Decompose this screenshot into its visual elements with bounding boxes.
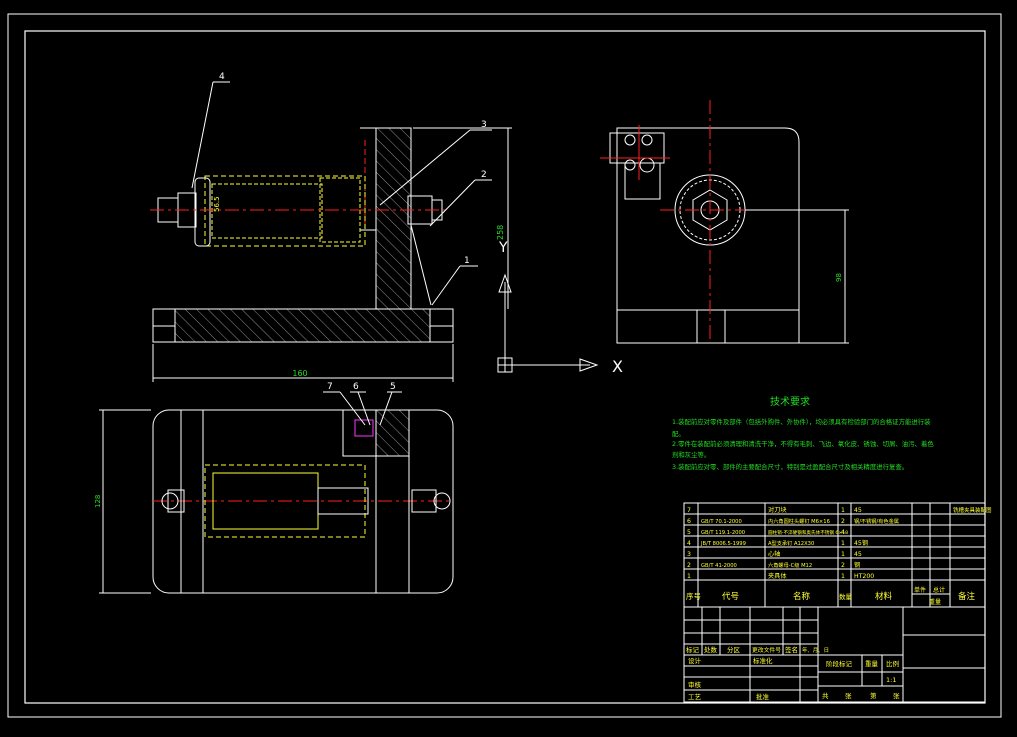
tb-approve: 批准 bbox=[756, 692, 770, 701]
bom-no: 6 bbox=[687, 518, 691, 525]
bom-material: 45 bbox=[854, 507, 862, 514]
bom-qty: 1 bbox=[841, 507, 845, 514]
tb-weight: 重量 bbox=[865, 660, 879, 668]
balloon-1: 1 bbox=[464, 256, 470, 266]
bom-qty: 2 bbox=[841, 518, 845, 525]
balloon-2: 2 bbox=[481, 170, 487, 180]
dim-front-bore: 56.5 bbox=[213, 196, 221, 212]
column-hatch bbox=[375, 127, 412, 310]
dim-side-height: 98 bbox=[835, 273, 843, 282]
tech-req-title: 技术要求 bbox=[770, 395, 810, 408]
title-block-text: 标记 处数 分区 更改文件号 签名 年、月、日 设计 标准化 审核 工艺 批准 … bbox=[686, 645, 900, 701]
bom-text: 铣槽夹具装配图 7 对刀块 1 45 6 GB/T 70.1-2000 内六角圆… bbox=[686, 506, 992, 606]
bom-header-total: 总计 bbox=[933, 586, 945, 594]
dim-top-height: 128 bbox=[94, 495, 102, 508]
bom-name: 六角螺母-C级 M12 bbox=[768, 561, 812, 569]
bom-name: 夹具体 bbox=[768, 572, 787, 580]
bom-code: JB/T 8006.5-1999 bbox=[700, 541, 746, 547]
bom-qty: 1 bbox=[841, 540, 845, 547]
bom-material: HT200 bbox=[854, 573, 874, 580]
rev-label: 分区 bbox=[727, 645, 741, 654]
bom-name: 对刀块 bbox=[768, 506, 787, 514]
bom-name: 心轴 bbox=[768, 550, 780, 558]
mandrel bbox=[204, 175, 366, 247]
tb-sheet: 共 bbox=[822, 691, 829, 700]
tb-sheet: 张 bbox=[845, 691, 852, 700]
dim-front-height: 258 bbox=[496, 225, 505, 240]
front-view: 160 258 56.5 4 3 2 1 bbox=[150, 72, 512, 382]
tb-process: 工艺 bbox=[688, 693, 702, 701]
bom-no: 1 bbox=[687, 573, 691, 580]
tb-review: 审核 bbox=[688, 680, 702, 689]
tb-design: 设计 bbox=[688, 656, 702, 665]
bom-header-material: 材料 bbox=[875, 591, 893, 602]
title-block-grid bbox=[683, 606, 986, 703]
balloon-5: 5 bbox=[390, 382, 396, 392]
bom-name: A型支承钉 A12X30 bbox=[768, 539, 814, 547]
bom-name: 内六角圆柱头螺钉 M6×16 bbox=[768, 517, 830, 525]
ucs-y-label: Y bbox=[498, 240, 508, 256]
tb-standardize: 标准化 bbox=[753, 656, 773, 665]
bom-no: 7 bbox=[687, 507, 691, 514]
side-body bbox=[616, 127, 800, 344]
balloon-4: 4 bbox=[219, 72, 225, 82]
rev-label: 签名 bbox=[785, 645, 798, 654]
bom-code: GB/T 119.1-2000 bbox=[701, 530, 745, 536]
rev-label: 更改文件号 bbox=[752, 646, 781, 654]
dim-front-width: 160 bbox=[292, 369, 307, 378]
bom-header-weight: 重量 bbox=[929, 598, 941, 606]
drawing-inner-frame bbox=[24, 30, 986, 704]
side-view: 98 bbox=[600, 100, 849, 344]
rev-label: 处数 bbox=[704, 645, 718, 654]
tech-req-line: 2.零件在装配前必须清理和清洗干净，不得有毛刺、飞边、氧化皮、锈蚀、切屑、油污、… bbox=[672, 439, 934, 448]
balloon-7: 7 bbox=[327, 382, 333, 392]
technical-requirements: 技术要求 1.装配前应对零件及部件（包括外购件、外协件），均必须具有检验部门的合… bbox=[672, 395, 934, 471]
tb-stage-mark: 阶段标记 bbox=[826, 659, 853, 668]
tech-req-line: 3.装配前应对零、部件的主要配合尺寸，特别是过盈配合尺寸及相关精度进行复查。 bbox=[672, 462, 908, 471]
bom-material: 45 bbox=[854, 551, 862, 558]
tb-sheet: 张 bbox=[893, 691, 900, 700]
tech-req-line: 1.装配前应对零件及部件（包括外购件、外协件），均必须具有检验部门的合格证方能进… bbox=[672, 417, 931, 426]
tb-sheet: 第 bbox=[870, 691, 877, 700]
balloon-3: 3 bbox=[481, 120, 487, 130]
ucs-icon: X Y bbox=[497, 240, 623, 376]
bom-code: GB/T 41-2000 bbox=[701, 563, 737, 569]
drawing-border bbox=[7, 13, 1002, 718]
balloon-6: 6 bbox=[353, 382, 359, 392]
top-view: 128 7 6 5 bbox=[94, 382, 454, 594]
bom-qty: 1 bbox=[841, 551, 845, 558]
tech-req-line: 剂和灰尘等。 bbox=[672, 450, 710, 459]
bom-no: 3 bbox=[687, 551, 691, 558]
ucs-x-label: X bbox=[612, 357, 623, 376]
bom-no: 2 bbox=[687, 562, 691, 569]
bom-header-name: 名称 bbox=[793, 591, 811, 602]
bom-material: 钢/不锈钢/有色金属 bbox=[854, 517, 899, 525]
bom-qty: 1 bbox=[841, 573, 845, 580]
tech-req-line: 配。 bbox=[672, 430, 685, 438]
bom-header-no: 序号 bbox=[686, 591, 701, 601]
bom-code: GB/T 70.1-2000 bbox=[701, 519, 742, 525]
bom-material: 45钢 bbox=[854, 539, 868, 547]
bom-header-qty: 数量 bbox=[839, 592, 853, 601]
bom-no: 4 bbox=[687, 540, 691, 547]
bom-no: 5 bbox=[687, 529, 691, 536]
bom-qty: 4 bbox=[841, 529, 845, 536]
bom-qty: 2 bbox=[841, 562, 845, 569]
bom-material: 钢 bbox=[854, 561, 860, 569]
bom-header-note: 备注 bbox=[958, 591, 976, 602]
tb-scale-value: 1:1 bbox=[886, 676, 896, 684]
bom-header-unit: 单件 bbox=[914, 586, 926, 594]
bill-of-materials bbox=[683, 502, 986, 608]
bom-header-code: 代号 bbox=[722, 591, 739, 602]
bom-side-note: 铣槽夹具装配图 bbox=[953, 506, 992, 514]
tb-scale: 比例 bbox=[886, 659, 899, 668]
base-hatch bbox=[174, 308, 431, 343]
rev-label: 标记 bbox=[686, 645, 700, 654]
rev-label: 年、月、日 bbox=[802, 646, 829, 654]
bom-name: 圆柱销-不淬硬钢和奥氏体不锈钢 6×18 bbox=[768, 529, 848, 536]
